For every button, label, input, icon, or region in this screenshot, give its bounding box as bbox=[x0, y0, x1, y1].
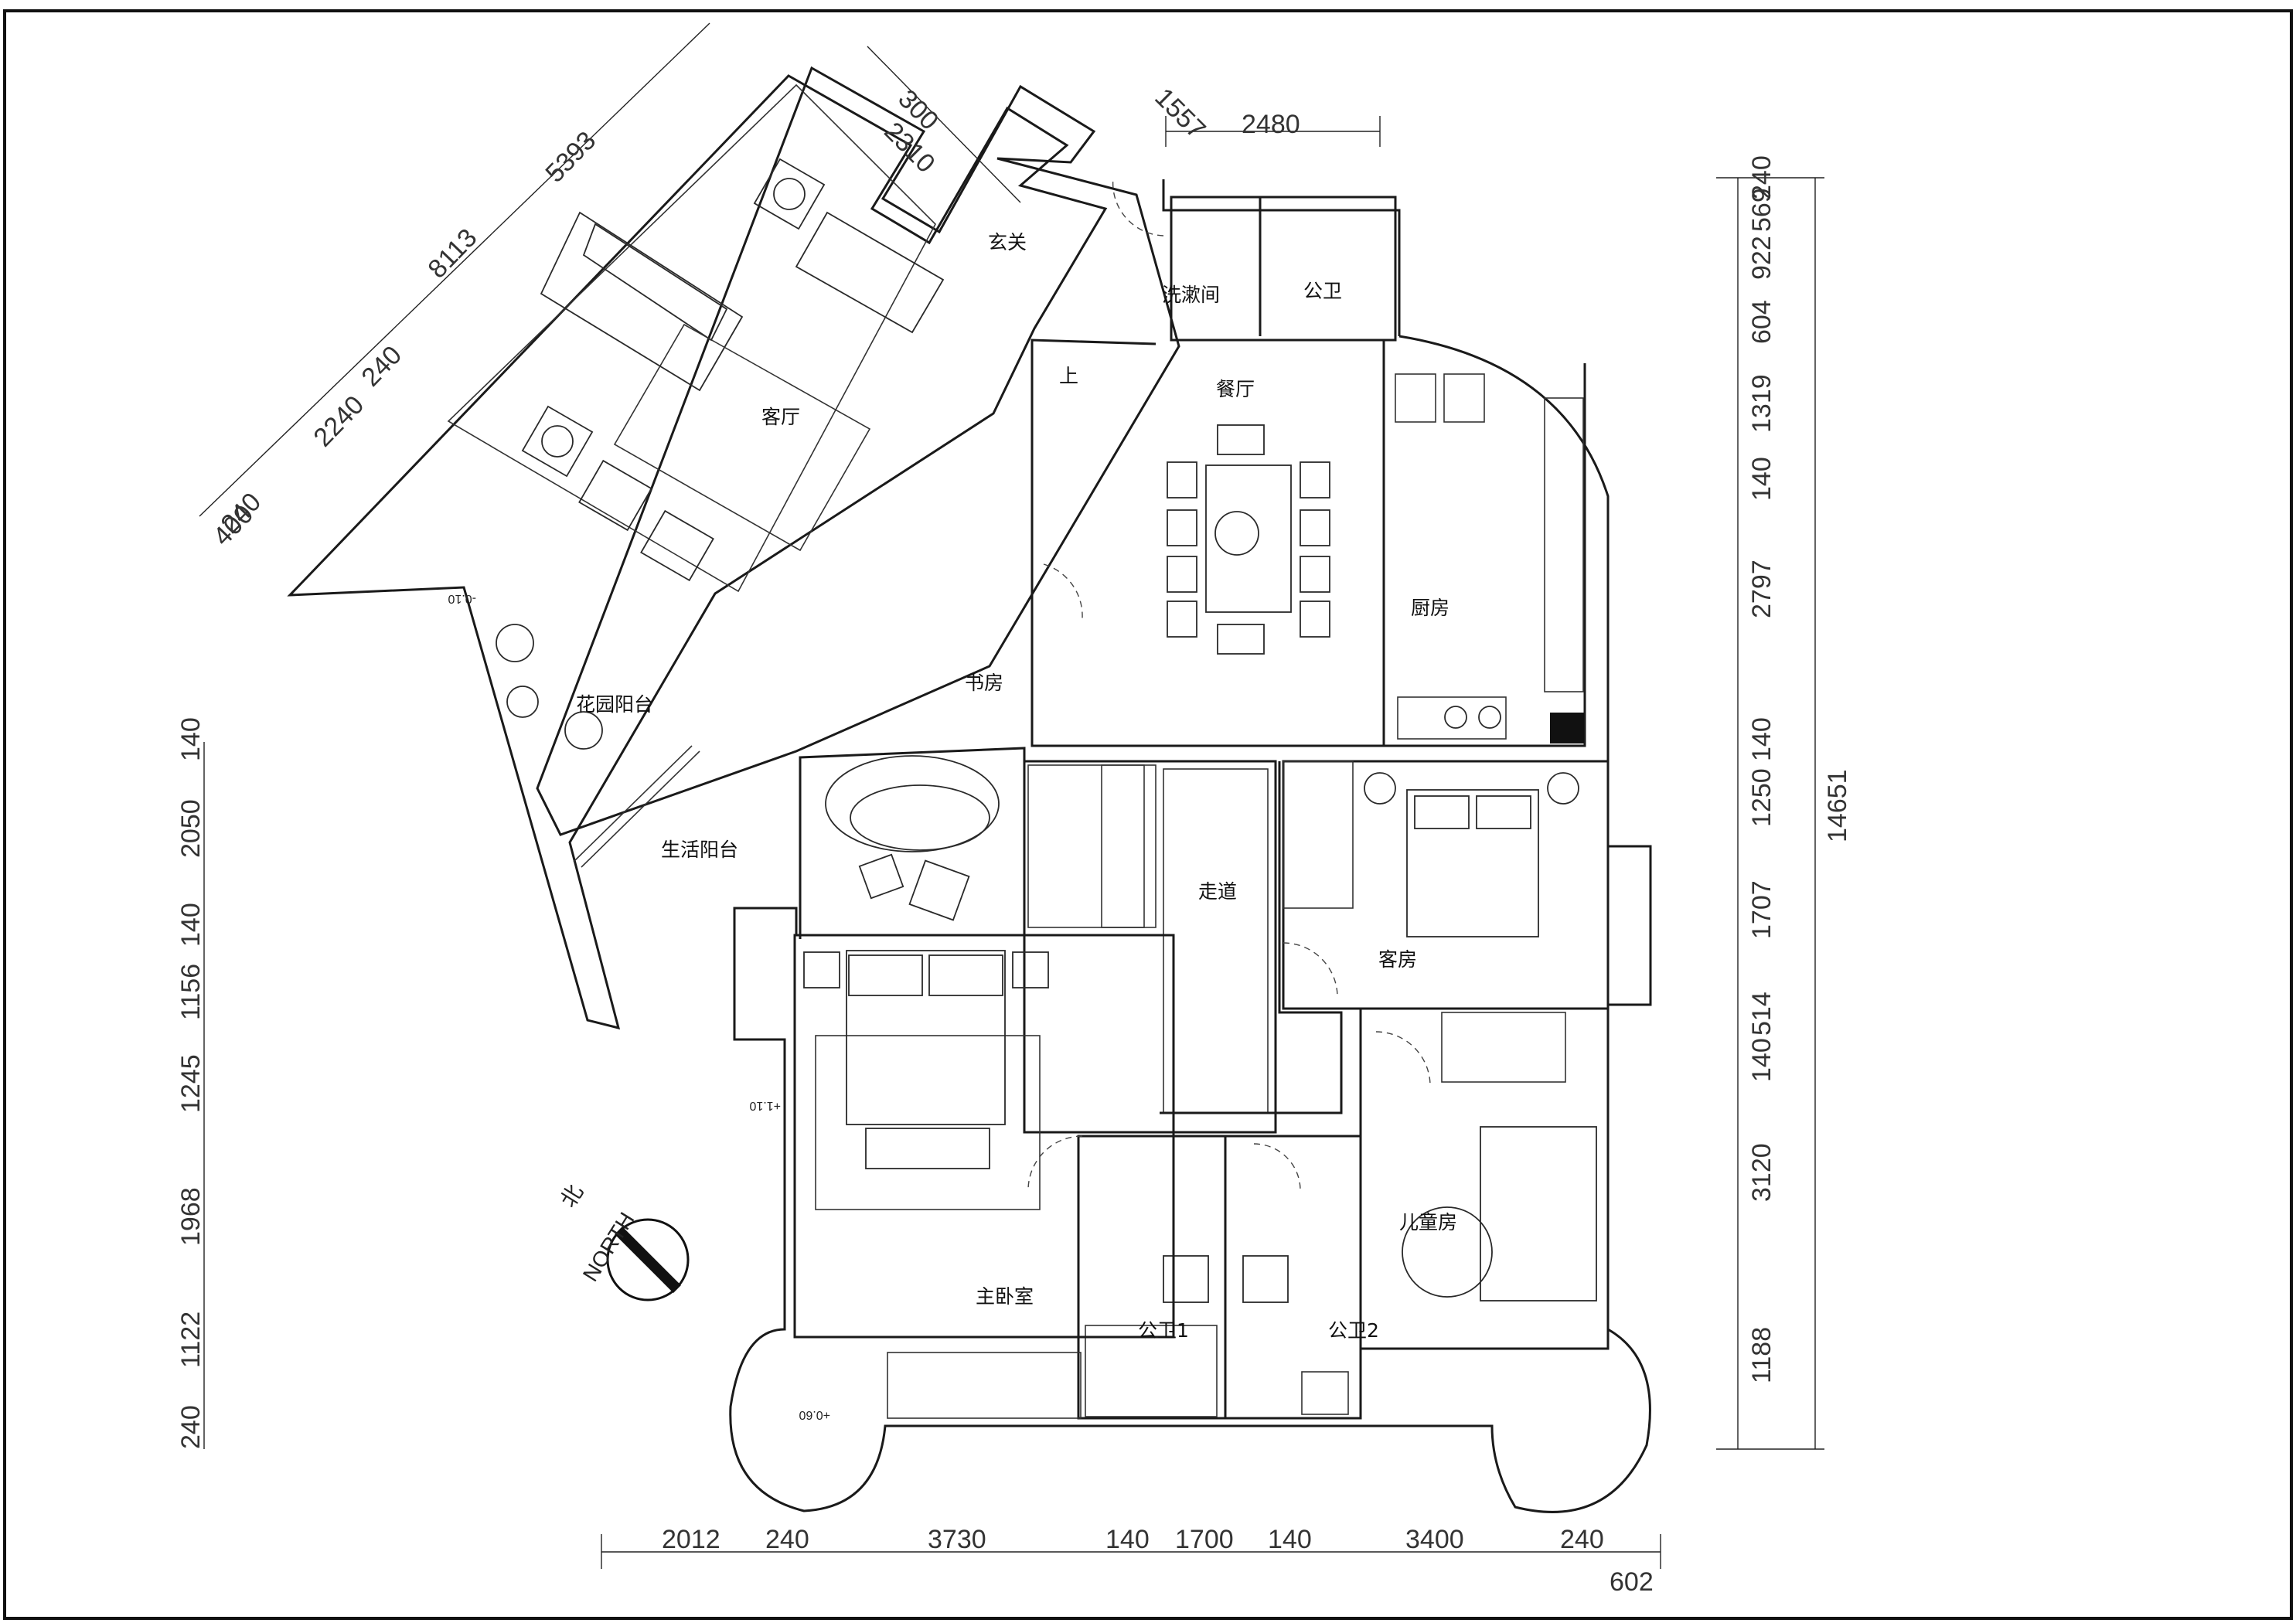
level-garden: -0.10 bbox=[448, 592, 476, 605]
dim-bottom-2: 3730 bbox=[928, 1525, 986, 1554]
dim-bottom-1: 240 bbox=[765, 1525, 809, 1554]
dim-right-13: 1188 bbox=[1747, 1327, 1777, 1383]
dim-left-6: 1122 bbox=[176, 1312, 206, 1368]
dim-bottom-4: 1700 bbox=[1175, 1525, 1234, 1554]
dim-bottom-5: 140 bbox=[1268, 1525, 1312, 1554]
label-public-wc: 公卫 bbox=[1303, 280, 1342, 302]
label-wc1: 公卫1 bbox=[1138, 1319, 1189, 1342]
dim-right-12: 3120 bbox=[1747, 1143, 1777, 1202]
dim-right-total: 14651 bbox=[1823, 769, 1852, 842]
living-wing bbox=[287, 66, 1180, 1030]
level-bay: +1.10 bbox=[749, 1099, 781, 1112]
dim-right-5: 140 bbox=[1747, 457, 1777, 501]
dim-left-0: 140 bbox=[176, 717, 206, 761]
level-markers: -0.10 +1.10 +0.60 bbox=[448, 592, 830, 1421]
dim-left-3: 1156 bbox=[176, 964, 206, 1020]
dim-top-angled-6: 240 bbox=[356, 340, 407, 392]
dim-left-7: 240 bbox=[176, 1405, 206, 1449]
north-circle bbox=[606, 1218, 690, 1301]
dim-right-10: 514 bbox=[1747, 992, 1777, 1036]
label-kids-room: 儿童房 bbox=[1399, 1211, 1457, 1233]
dim-left-1: 2050 bbox=[176, 799, 206, 858]
label-foyer: 玄关 bbox=[988, 231, 1027, 253]
label-study: 书房 bbox=[965, 672, 1003, 694]
dimension-texts: 2405699226041319140279714012501707514140… bbox=[176, 83, 1852, 1597]
dim-bottom-6: 3400 bbox=[1405, 1525, 1464, 1554]
dim-top-angled-5: 2240 bbox=[308, 390, 370, 453]
dim-bottom-extra: 602 bbox=[1610, 1567, 1654, 1597]
dim-left-2: 140 bbox=[176, 903, 206, 947]
north-needle bbox=[615, 1227, 681, 1293]
main-block bbox=[729, 177, 1652, 1513]
dim-right-6: 2797 bbox=[1747, 560, 1777, 618]
label-stairs-up: 上 bbox=[1059, 365, 1078, 387]
drawing-frame bbox=[3, 9, 2293, 1620]
level-master-bay: +0.60 bbox=[799, 1408, 830, 1421]
dim-bottom-3: 140 bbox=[1105, 1525, 1150, 1554]
dim-top-angled-4: 1557 bbox=[1149, 83, 1211, 145]
dim-right-11: 140 bbox=[1747, 1038, 1777, 1082]
north-arrow: NORTH 北 bbox=[556, 1180, 690, 1301]
label-corridor: 走道 bbox=[1198, 880, 1237, 903]
dim-right-8: 1250 bbox=[1747, 768, 1777, 827]
dim-top-straight-0: 2480 bbox=[1242, 110, 1300, 139]
dim-right-4: 1319 bbox=[1747, 374, 1777, 433]
dimension-lines bbox=[199, 22, 1824, 1569]
dim-right-0: 240 bbox=[1747, 155, 1777, 199]
label-wc2: 公卫2 bbox=[1328, 1319, 1379, 1342]
label-living: 客厅 bbox=[761, 406, 800, 428]
dim-right-3: 604 bbox=[1747, 300, 1777, 344]
label-garden-balcony: 花园阳台 bbox=[576, 693, 653, 716]
label-utility-balcony: 生活阳台 bbox=[661, 839, 738, 861]
room-labels: 玄关 洗漱间 公卫 上 客厅 餐厅 厨房 书房 花园阳台 生活阳台 走道 客房 … bbox=[576, 231, 1457, 1342]
label-washroom: 洗漱间 bbox=[1162, 284, 1220, 306]
dim-right-2: 922 bbox=[1747, 236, 1777, 280]
dim-right-7: 140 bbox=[1747, 717, 1777, 761]
label-master-bedroom: 主卧室 bbox=[976, 1285, 1034, 1308]
dim-left-5: 1968 bbox=[176, 1187, 206, 1246]
north-cn-label: 北 bbox=[556, 1180, 588, 1211]
dim-top-angled-0: 8113 bbox=[422, 223, 482, 284]
dim-bottom-0: 2012 bbox=[662, 1525, 720, 1554]
label-dining: 餐厅 bbox=[1216, 378, 1255, 400]
dim-right-1: 569 bbox=[1747, 188, 1777, 232]
dim-bottom-7: 240 bbox=[1560, 1525, 1604, 1554]
label-kitchen: 厨房 bbox=[1411, 597, 1449, 619]
label-guest-room: 客房 bbox=[1378, 948, 1417, 971]
dim-right-9: 1707 bbox=[1747, 880, 1777, 939]
dim-left-4: 1245 bbox=[176, 1054, 206, 1113]
